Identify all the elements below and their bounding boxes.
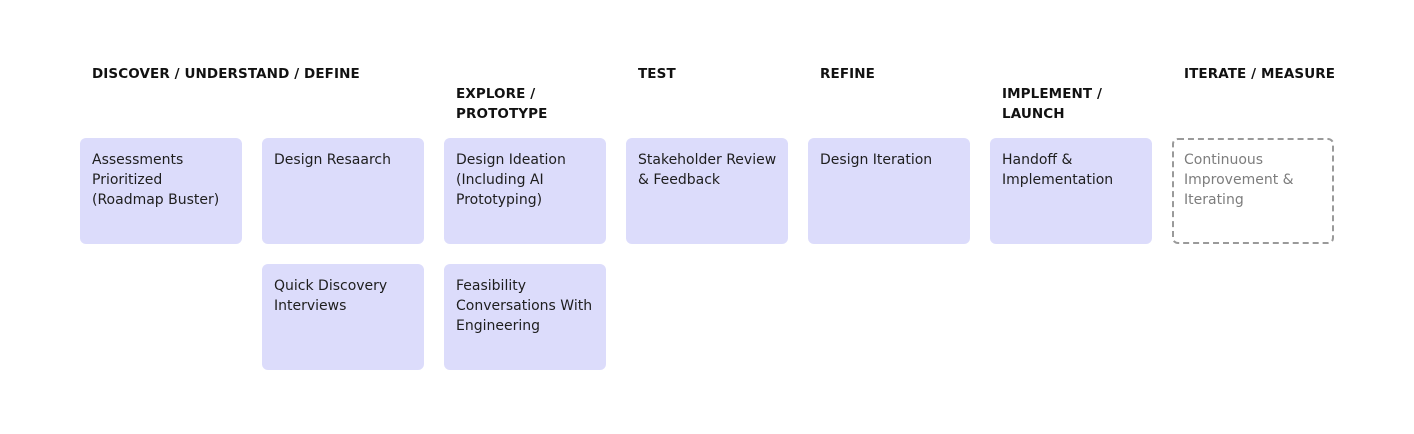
card-design-ideation[interactable]: Design Ideation (Including AI Prototypin… [444,138,606,244]
heading-implement-launch: IMPLEMENT / LAUNCH [1002,64,1102,124]
heading-label: ITERATE / MEASURE [1184,66,1336,82]
card-label: Design Ideation (Including AI Prototypin… [456,152,566,208]
heading-label: TEST [638,66,676,82]
heading-label: DISCOVER / UNDERSTAND / DEFINE [92,66,360,82]
card-label: Quick Discovery Interviews [274,278,388,314]
card-label: Assessments Prioritized (Roadmap Buster) [92,152,220,208]
card-label: Handoff & Implementation [1002,152,1114,188]
heading-discover-understand-define: DISCOVER / UNDERSTAND / DEFINE [92,64,360,84]
card-label: Design Iteration [820,152,933,168]
card-quick-discovery-interviews[interactable]: Quick Discovery Interviews [262,264,424,370]
card-label: Design Resaarch [274,152,391,168]
card-continuous-improvement[interactable]: Continuous Improvement & Iterating [1172,138,1334,244]
card-design-research[interactable]: Design Resaarch [262,138,424,244]
card-design-iteration[interactable]: Design Iteration [808,138,970,244]
card-label: Feasibility Conversations With Engineeri… [456,278,593,334]
card-label: Continuous Improvement & Iterating [1184,152,1294,208]
heading-label: EXPLORE / PROTOTYPE [456,86,548,122]
heading-explore-prototype: EXPLORE / PROTOTYPE [456,64,547,124]
heading-iterate-measure: ITERATE / MEASURE [1184,64,1335,84]
card-label: Stakeholder Review & Feedback [638,152,777,188]
heading-label: IMPLEMENT / LAUNCH [1002,86,1103,122]
card-handoff-implementation[interactable]: Handoff & Implementation [990,138,1152,244]
card-stakeholder-review[interactable]: Stakeholder Review & Feedback [626,138,788,244]
heading-label: REFINE [820,66,875,82]
heading-test: TEST [638,64,676,84]
heading-refine: REFINE [820,64,875,84]
card-assessments-prioritized[interactable]: Assessments Prioritized (Roadmap Buster) [80,138,242,244]
card-feasibility-conversations[interactable]: Feasibility Conversations With Engineeri… [444,264,606,370]
